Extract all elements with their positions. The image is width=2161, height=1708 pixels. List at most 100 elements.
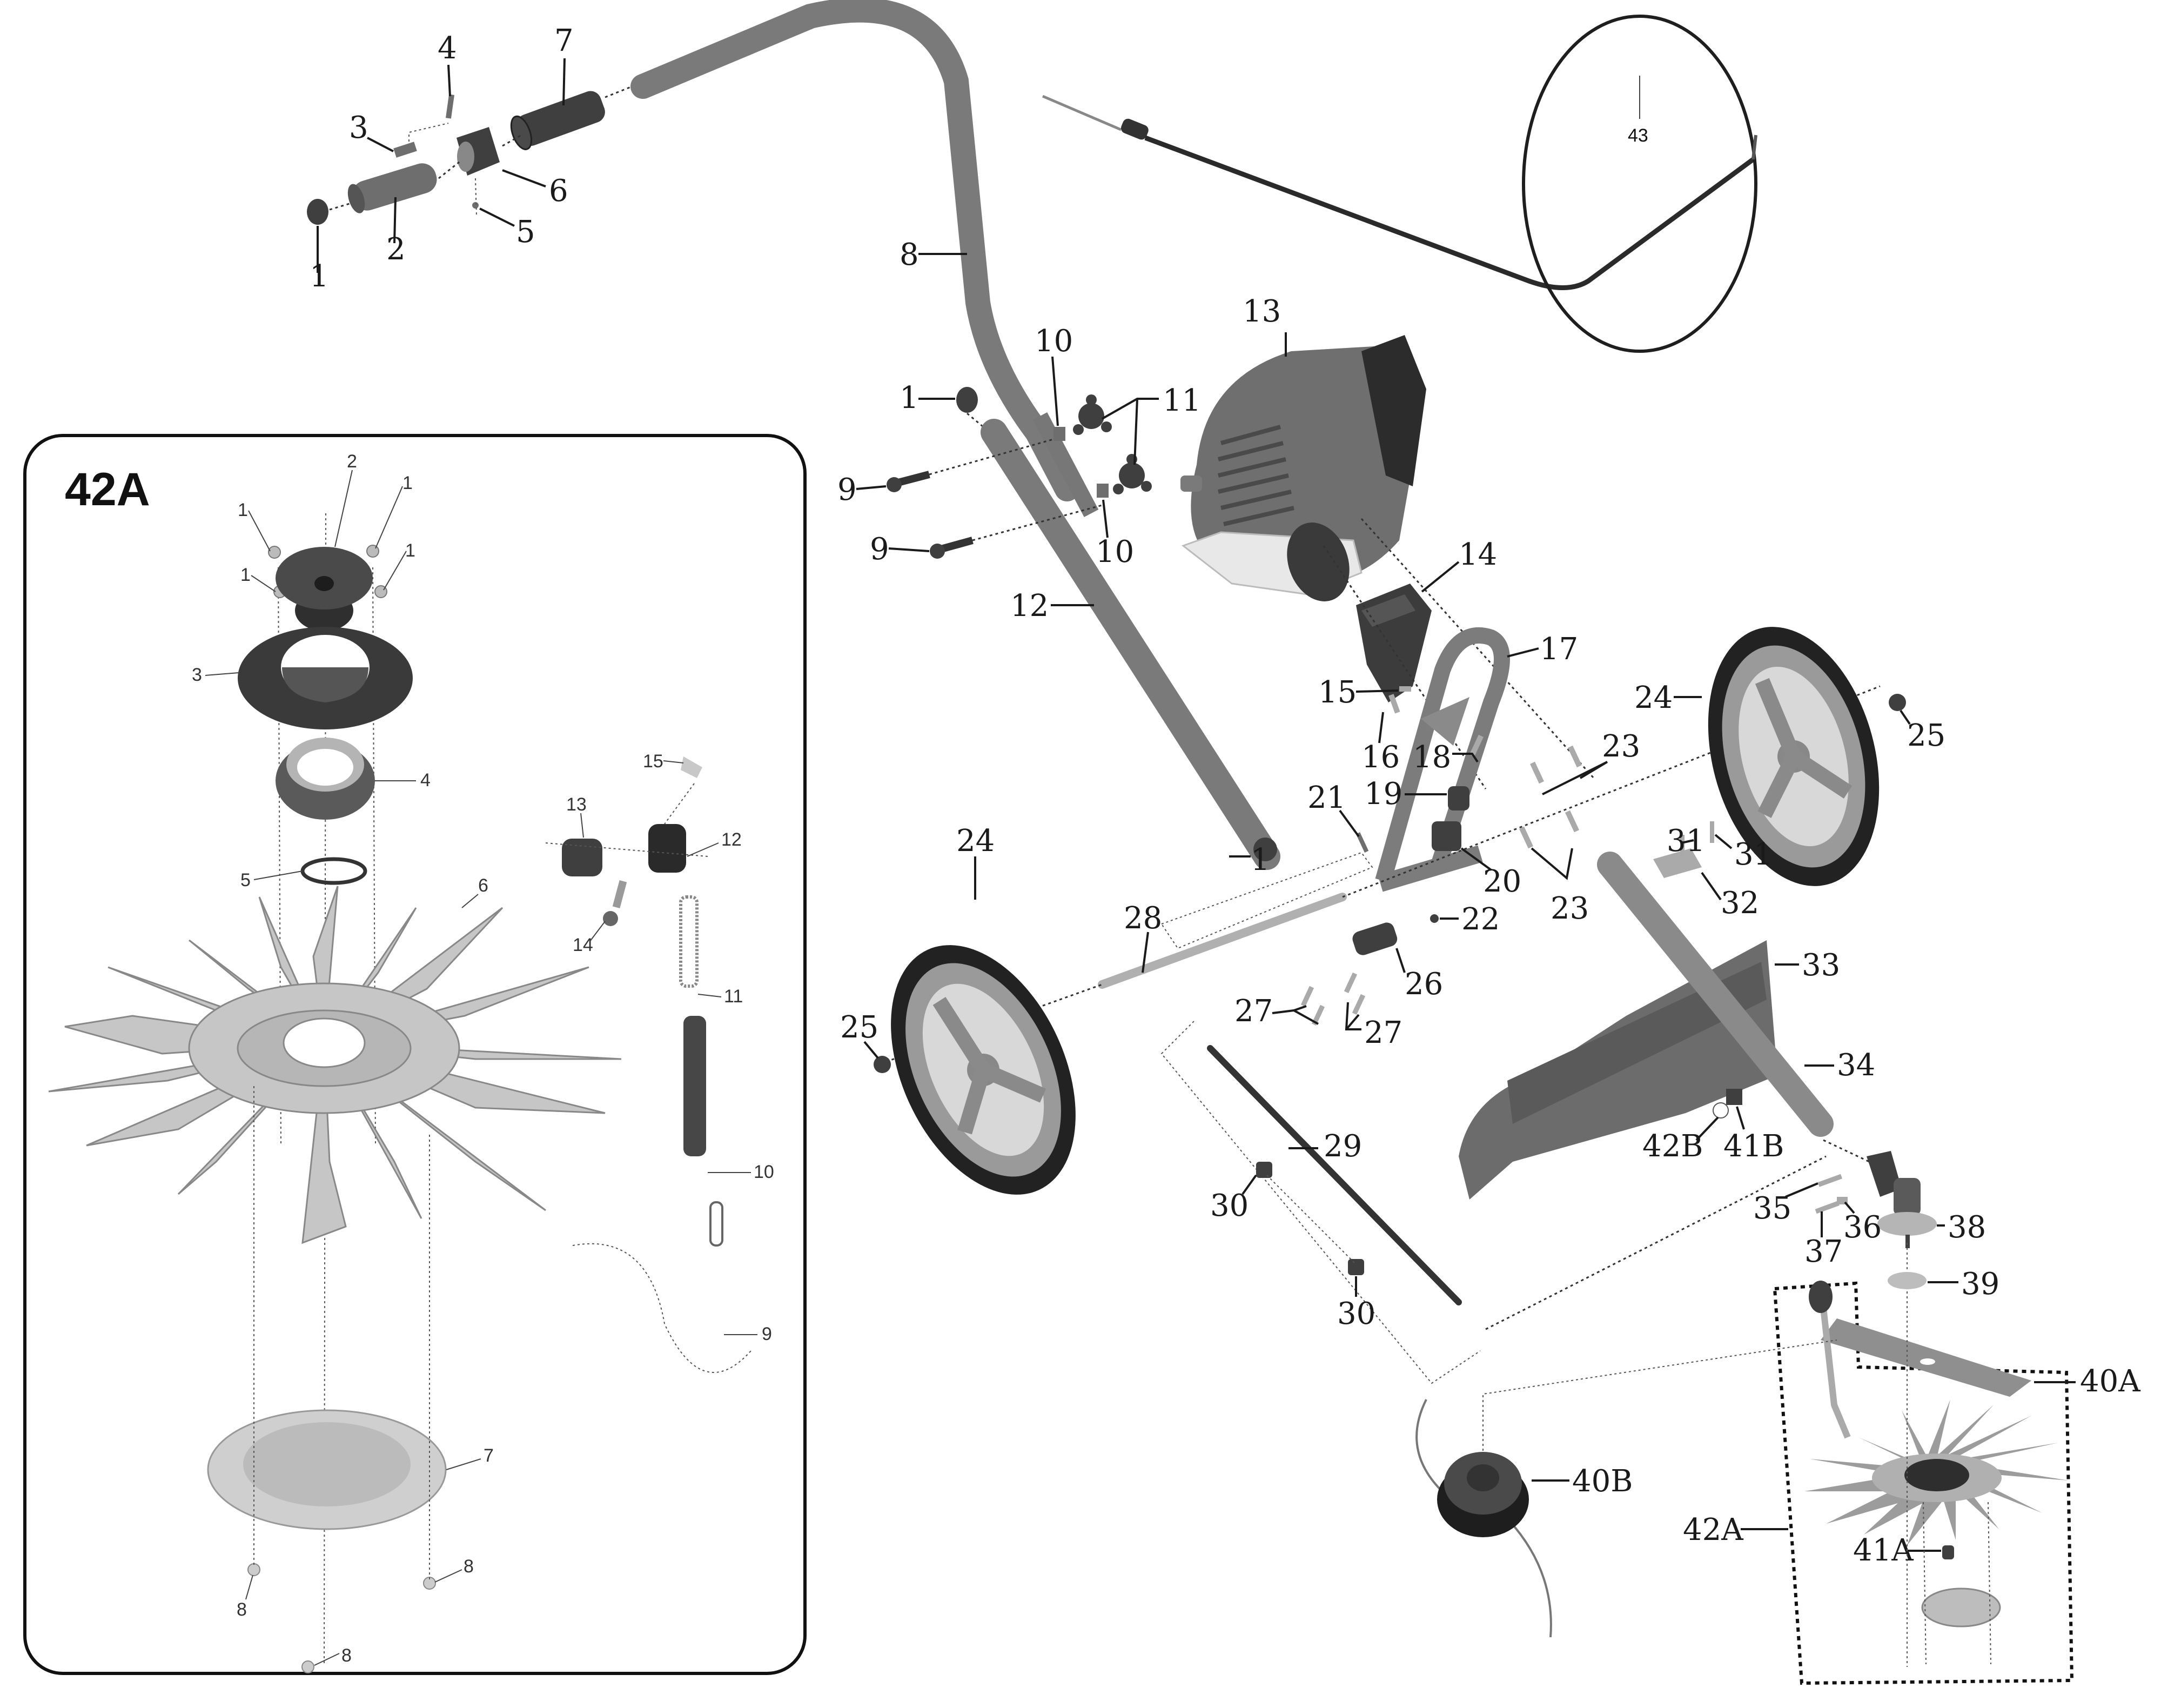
- label-part-29: 29: [1324, 1129, 1362, 1164]
- part-43-throttle-cable: 43: [1042, 15, 1757, 353]
- part-24-wheel-right: [1708, 627, 1880, 886]
- lower-handle-labels: 1 9 9 10 10 11 12 1: [837, 324, 1270, 878]
- inset-label-8c: 8: [341, 1645, 352, 1666]
- inset-part-2-hub: [276, 547, 373, 631]
- inset-part-7-cup: [207, 1409, 447, 1530]
- label-part-14: 14: [1459, 537, 1497, 572]
- label-part-16: 16: [1361, 740, 1400, 775]
- inset-42a: 42A: [23, 434, 807, 1675]
- label-part-42b: 42B: [1642, 1129, 1703, 1164]
- label-part-6: 6: [549, 173, 568, 209]
- inset-label-8a: 8: [237, 1599, 247, 1620]
- part-11-knob: [1113, 454, 1152, 494]
- part-42b-washer: [1713, 1102, 1729, 1118]
- part-34-shaft-tube: [1597, 852, 1834, 1137]
- label-part-10a: 10: [1035, 324, 1073, 359]
- part-1-cap-upper: [956, 387, 978, 413]
- part-15-screw: [1399, 686, 1411, 692]
- label-part-17: 17: [1540, 632, 1578, 667]
- part-7-grip: [510, 91, 605, 150]
- label-part-30a: 30: [1210, 1188, 1249, 1223]
- label-part-11: 11: [1163, 383, 1201, 418]
- part-18-bolt: [1469, 734, 1484, 757]
- inset-label-2: 2: [347, 451, 357, 472]
- label-part-32: 32: [1721, 886, 1759, 921]
- part-29-drive-shaft: [1207, 1045, 1462, 1305]
- inset-label-9: 9: [762, 1324, 772, 1344]
- label-part-13: 13: [1243, 294, 1281, 329]
- part-1-cap-lower: [1253, 838, 1277, 861]
- part-22-nut: [1430, 914, 1439, 923]
- label-part-5: 5: [516, 215, 535, 250]
- part-35-bolt: [1817, 1174, 1843, 1187]
- label-part-40a: 40A: [2080, 1364, 2140, 1399]
- label-part-28: 28: [1124, 901, 1162, 936]
- label-part-1-lower: 1: [1251, 842, 1270, 878]
- label-part-21: 21: [1307, 780, 1346, 815]
- part-42a-group-box: [1773, 1281, 2074, 1685]
- inset-label-12: 12: [721, 829, 742, 850]
- part-37-bolt: [1815, 1201, 1840, 1214]
- label-part-24b: 24: [1634, 680, 1673, 715]
- label-part-31b: 31: [1734, 837, 1773, 872]
- inset-label-1a: 1: [238, 500, 248, 520]
- handle-labels: 1 2 3 4 5 6 7 8: [310, 23, 967, 294]
- gearhead-labels: 35 36 37 38 39: [1753, 1182, 1999, 1302]
- inset-part-10-tube: [683, 1016, 706, 1156]
- label-part-9a: 9: [837, 472, 857, 507]
- part-39-collar: [1888, 1272, 1927, 1289]
- part-31-bolt: [1680, 835, 1684, 856]
- label-part-7: 7: [554, 23, 574, 58]
- part-23-bolts: [1519, 745, 1582, 849]
- inset-labels: 1 1 1 1 2 3 4 5 6 7 8 8 8 9: [192, 451, 774, 1666]
- label-part-22: 22: [1461, 902, 1500, 937]
- part-32-bracket: [1653, 848, 1702, 878]
- inset-part-15-wing-nut: [681, 756, 702, 778]
- label-part-1-upper: 1: [900, 380, 919, 416]
- inset-label-15: 15: [643, 751, 663, 772]
- label-part-23b: 23: [1551, 891, 1589, 926]
- inset-title: 42A: [65, 464, 150, 515]
- inset-label-10: 10: [754, 1162, 774, 1182]
- label-part-26: 26: [1405, 967, 1443, 1002]
- part-42a-tine-assembly: [1804, 1281, 2069, 1545]
- inset-part-12-clamp: [648, 824, 686, 873]
- label-part-10b: 10: [1096, 534, 1134, 570]
- inset-part-3-flange: [238, 627, 413, 729]
- part-21-pin: [1355, 832, 1369, 853]
- part-14-gearbox-cone: [1356, 584, 1432, 702]
- part-24-wheel-left: [891, 945, 1076, 1195]
- part-38-gear-head: [1867, 1151, 1937, 1248]
- part-40b-trimmer-head: [1415, 1399, 1552, 1638]
- wheel-labels: 24 24 25 25 28: [840, 680, 1945, 1059]
- inset-label-5: 5: [240, 870, 251, 890]
- part-31-bolt: [1710, 821, 1714, 843]
- label-part-33: 33: [1802, 948, 1840, 983]
- label-part-1: 1: [310, 259, 329, 294]
- label-part-40b: 40B: [1572, 1464, 1633, 1499]
- label-part-37: 37: [1804, 1234, 1843, 1269]
- inset-label-6: 6: [478, 875, 488, 896]
- part-26-clamp: [1352, 922, 1398, 955]
- label-part-27b: 27: [1364, 1015, 1402, 1050]
- inset-part-8-screws: [247, 1563, 436, 1673]
- part-13-engine: [1180, 335, 1426, 601]
- label-part-25b: 25: [1907, 718, 1945, 753]
- label-part-24a: 24: [956, 823, 995, 859]
- label-part-34: 34: [1837, 1048, 1875, 1083]
- inset-part-9-clip: [709, 1201, 723, 1247]
- part-20-clamp: [1432, 821, 1461, 851]
- part-10-nut: [1053, 427, 1065, 441]
- part-2-grip: [347, 163, 437, 213]
- inset-label-4: 4: [420, 770, 431, 791]
- inset-label-8b: 8: [464, 1556, 474, 1577]
- label-part-43: 43: [1628, 125, 1648, 146]
- part-42a-cup: [1921, 1588, 2001, 1627]
- frame-labels: 15 16 17 18 19 20 21 22 23 23: [1307, 632, 1640, 937]
- label-part-9b: 9: [870, 532, 889, 567]
- part-10-nut: [1097, 484, 1109, 498]
- label-part-42a: 42A: [1683, 1512, 1743, 1548]
- part-41a-nut: [1942, 1545, 1954, 1559]
- part-16-bolt: [1388, 694, 1400, 714]
